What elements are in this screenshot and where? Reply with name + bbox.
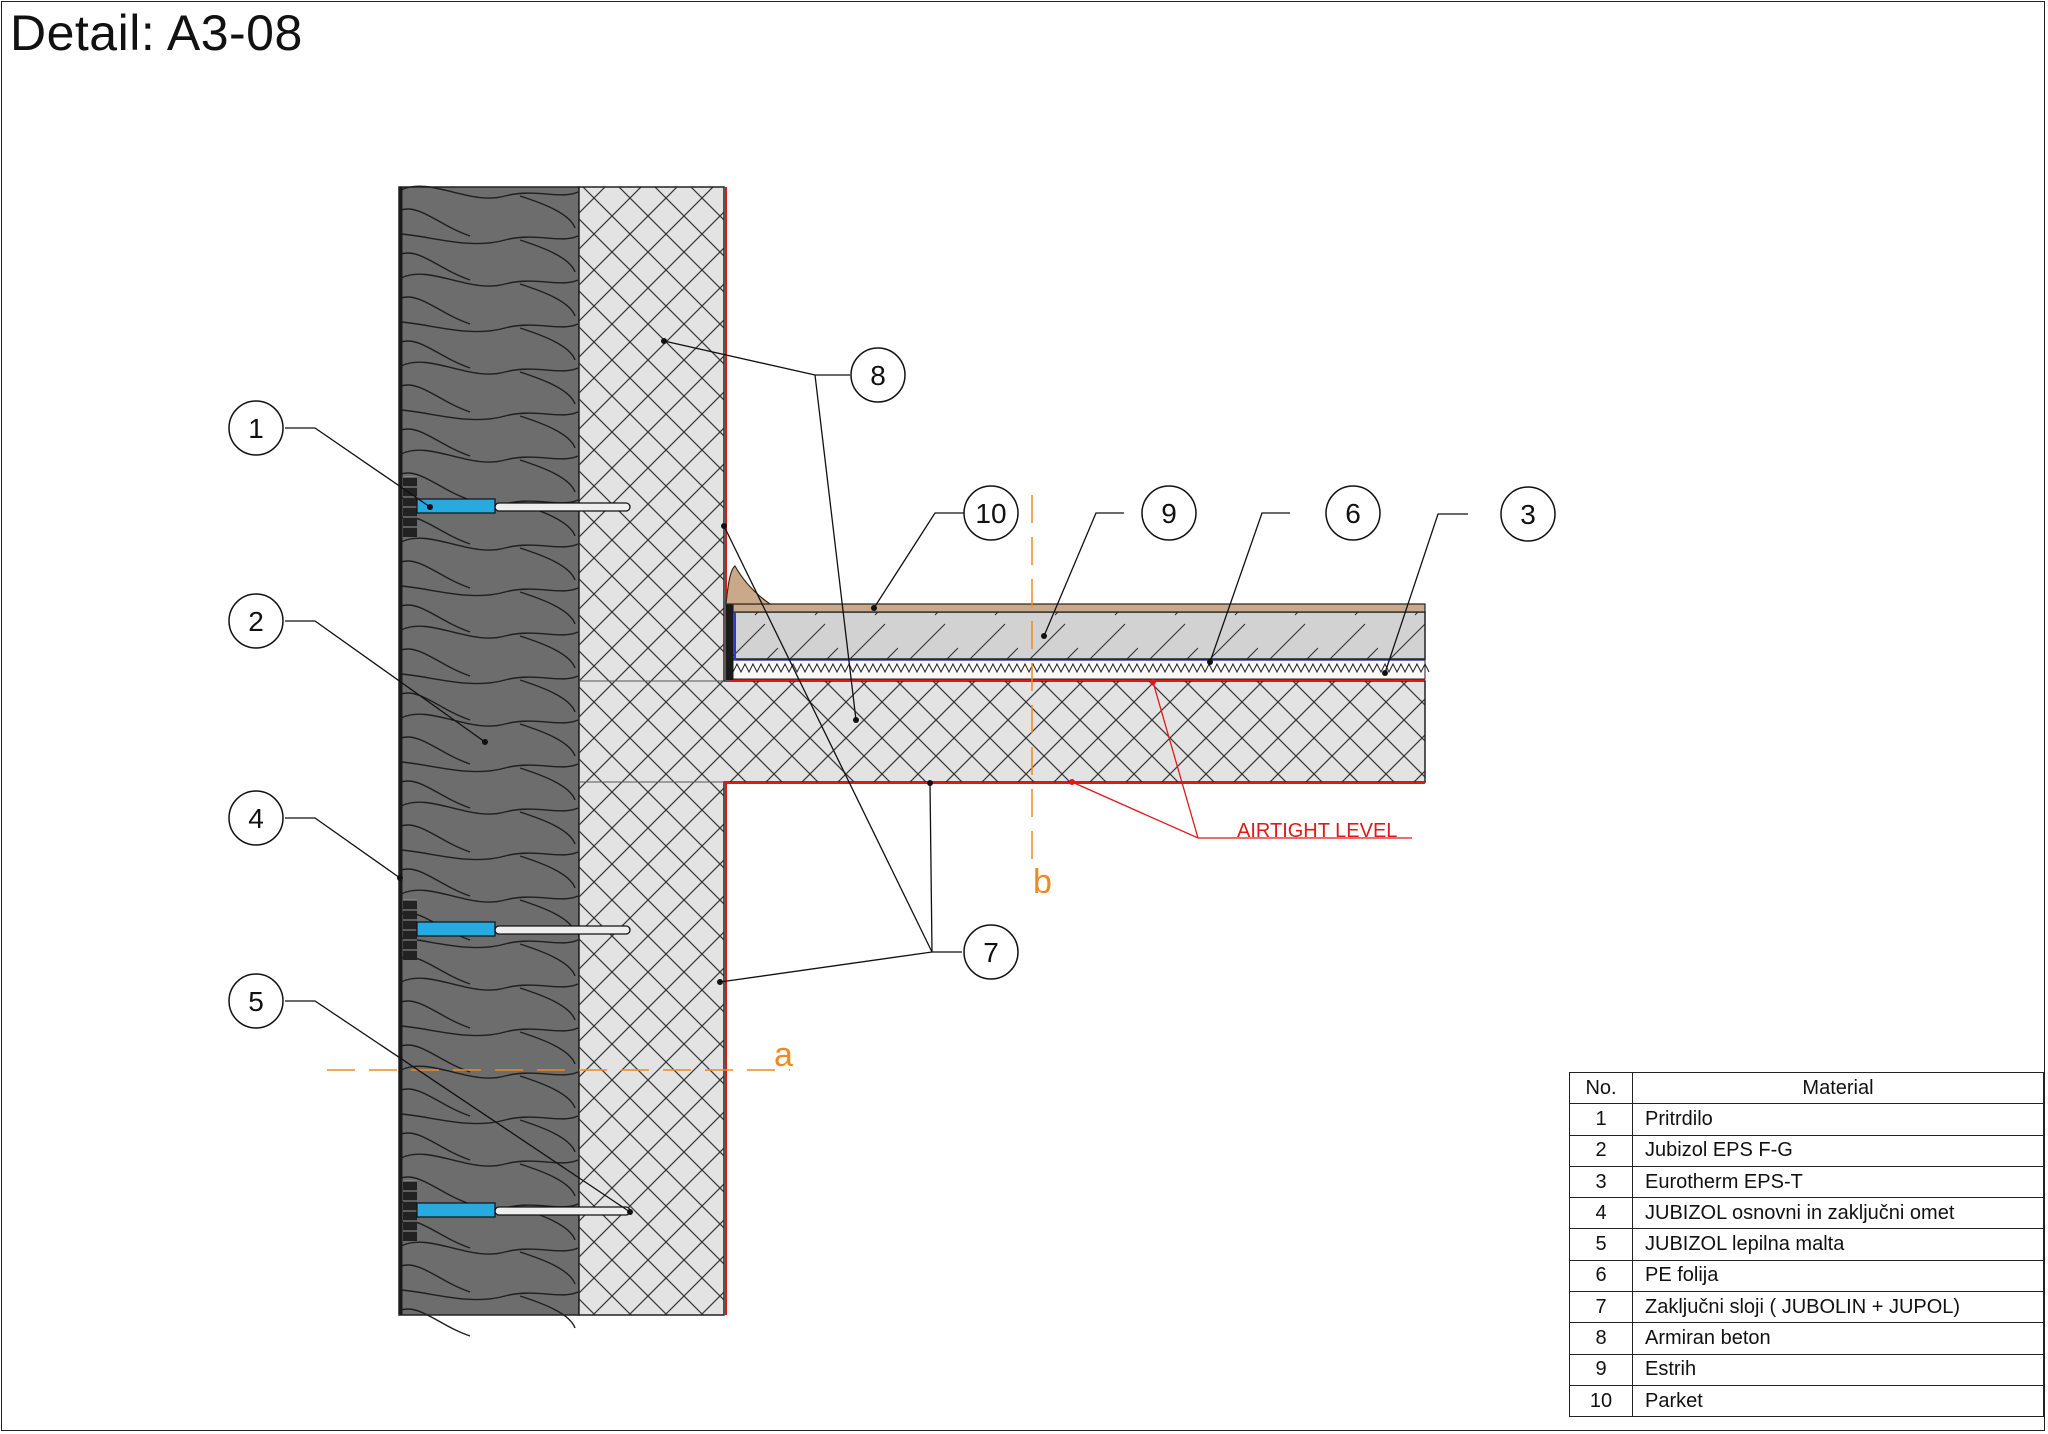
callout-circle-icon bbox=[228, 400, 284, 456]
callout-circle-icon bbox=[1141, 485, 1197, 541]
callout-circle-icon bbox=[850, 347, 906, 403]
legend-material: JUBIZOL lepilna malta bbox=[1632, 1228, 2044, 1261]
callout-5: 5 bbox=[228, 973, 284, 1029]
fastener-anchor-icon bbox=[403, 1180, 631, 1241]
callout-circle-icon bbox=[963, 485, 1019, 541]
callout-4: 4 bbox=[228, 790, 284, 846]
callout-6: 6 bbox=[1325, 485, 1381, 541]
fastener-anchor-icon bbox=[403, 476, 631, 537]
callout-circle-icon bbox=[1325, 485, 1381, 541]
axis-label-b: b bbox=[1033, 863, 1052, 901]
legend-no: 4 bbox=[1569, 1197, 1633, 1230]
legend-material: Jubizol EPS F-G bbox=[1632, 1134, 2044, 1167]
callout-circle-icon bbox=[228, 973, 284, 1029]
legend-header-row: No. Material bbox=[1569, 1071, 2044, 1105]
svg-text:2: 2 bbox=[248, 606, 264, 637]
legend-no: 7 bbox=[1569, 1291, 1633, 1324]
legend-material: Eurotherm EPS-T bbox=[1632, 1165, 2044, 1199]
callout-7: 7 bbox=[963, 924, 1019, 980]
eps-insulation-layer bbox=[398, 185, 580, 1337]
legend-material: PE folija bbox=[1632, 1259, 2044, 1293]
svg-text:1: 1 bbox=[248, 413, 264, 444]
callout-circle-icon bbox=[1500, 486, 1556, 542]
callout-9: 9 bbox=[1141, 485, 1197, 541]
page-title: Detail: A3-08 bbox=[10, 5, 303, 61]
legend-no: 5 bbox=[1569, 1228, 1633, 1261]
legend-material: Parket bbox=[1632, 1384, 2044, 1418]
svg-text:10: 10 bbox=[975, 498, 1006, 529]
svg-text:7: 7 bbox=[983, 937, 999, 968]
svg-text:3: 3 bbox=[1520, 499, 1536, 530]
legend-no: 3 bbox=[1569, 1165, 1633, 1199]
callout-8: 8 bbox=[850, 347, 906, 403]
legend-header-no: No. bbox=[1569, 1071, 1633, 1105]
reinforced-concrete bbox=[578, 186, 1426, 1316]
legend-header-material: Material bbox=[1632, 1071, 2044, 1105]
svg-text:6: 6 bbox=[1345, 498, 1361, 529]
fastener-anchors bbox=[403, 476, 631, 1241]
callout-1: 1 bbox=[228, 400, 284, 456]
legend-material: Armiran beton bbox=[1632, 1322, 2044, 1355]
svg-text:4: 4 bbox=[248, 803, 264, 834]
leader-lines bbox=[285, 340, 1468, 1213]
legend-material: Pritrdilo bbox=[1632, 1103, 2044, 1136]
axis-lines bbox=[327, 495, 1033, 1071]
svg-text:9: 9 bbox=[1161, 498, 1177, 529]
svg-text:8: 8 bbox=[870, 360, 886, 391]
legend-no: 1 bbox=[1569, 1103, 1633, 1136]
leader-dots bbox=[397, 338, 1388, 1215]
airtight-level-label: AIRTIGHT LEVEL bbox=[1237, 820, 1397, 842]
callout-3: 3 bbox=[1500, 486, 1556, 542]
legend-no: 10 bbox=[1569, 1384, 1633, 1418]
legend-material: JUBIZOL osnovni in zaključni omet bbox=[1632, 1197, 2044, 1230]
fastener-anchor-icon bbox=[403, 899, 631, 960]
floor-buildup bbox=[725, 565, 1430, 680]
legend-material: Estrih bbox=[1632, 1353, 2044, 1386]
airtight-leader bbox=[1071, 681, 1412, 839]
callout-circle-icon bbox=[963, 924, 1019, 980]
axis-label-a: a bbox=[774, 1036, 793, 1074]
legend-no: 2 bbox=[1569, 1134, 1633, 1167]
svg-text:5: 5 bbox=[248, 986, 264, 1017]
callout-circle-icon bbox=[228, 593, 284, 649]
legend-material: Zaključni sloji ( JUBOLIN + JUPOL) bbox=[1632, 1291, 2044, 1324]
legend-no: 8 bbox=[1569, 1322, 1633, 1355]
legend-no: 9 bbox=[1569, 1353, 1633, 1386]
callout-circle-icon bbox=[228, 790, 284, 846]
legend-no: 6 bbox=[1569, 1259, 1633, 1293]
airtight-line bbox=[724, 187, 1425, 1315]
callout-2: 2 bbox=[228, 593, 284, 649]
callout-10: 10 bbox=[963, 485, 1019, 541]
